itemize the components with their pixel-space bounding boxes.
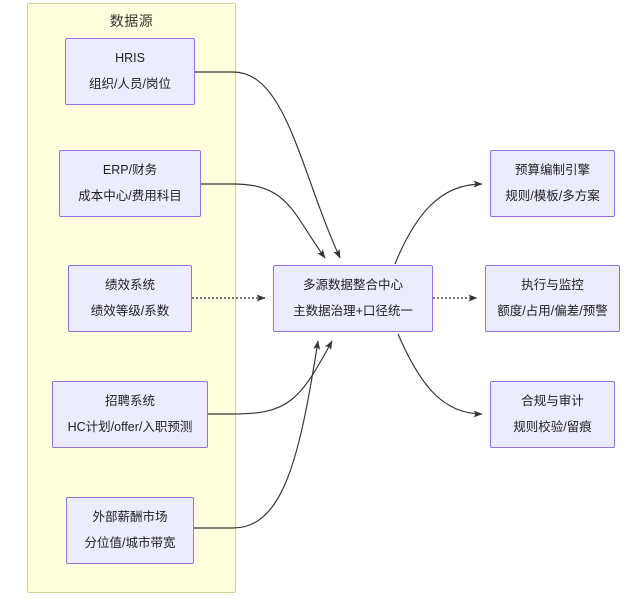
node-hris[interactable]: HRIS 组织/人员/岗位 (65, 38, 195, 105)
node-budget-engine-title: 预算编制引擎 (514, 163, 590, 178)
node-compliance-audit[interactable]: 合规与审计 规则校验/留痕 (490, 381, 615, 448)
node-execution-monitor-subtitle: 额度/占用/偏差/预警 (497, 304, 608, 318)
node-hub-subtitle: 主数据治理+口径统一 (293, 304, 413, 318)
node-recruiting[interactable]: 招聘系统 HC计划/offer/入职预测 (52, 381, 208, 448)
node-execution-monitor[interactable]: 执行与监控 额度/占用/偏差/预警 (485, 265, 620, 332)
node-performance-title: 绩效系统 (104, 278, 155, 293)
cluster-title: 数据源 (109, 13, 154, 29)
edge-hub-to-compliance-audit (397, 333, 483, 418)
node-market[interactable]: 外部薪酬市场 分位值/城市带宽 (66, 497, 194, 564)
node-compliance-audit-title: 合规与审计 (521, 394, 584, 409)
node-performance[interactable]: 绩效系统 绩效等级/系数 (68, 265, 192, 332)
node-hris-title: HRIS (115, 51, 145, 66)
node-market-subtitle: 分位值/城市带宽 (84, 536, 176, 550)
node-erp[interactable]: ERP/财务 成本中心/费用科目 (59, 150, 201, 217)
node-recruiting-subtitle: HC计划/offer/入职预测 (67, 420, 193, 434)
node-hub-title: 多源数据整合中心 (302, 278, 403, 293)
node-compliance-audit-subtitle: 规则校验/留痕 (513, 420, 592, 434)
edge-hub-to-budget-engine (394, 180, 483, 265)
node-erp-title: ERP/财务 (102, 163, 158, 178)
node-market-title: 外部薪酬市场 (92, 510, 168, 525)
node-hris-subtitle: 组织/人员/岗位 (89, 77, 171, 91)
node-execution-monitor-title: 执行与监控 (521, 278, 584, 293)
node-erp-subtitle: 成本中心/费用科目 (78, 189, 182, 203)
node-budget-engine[interactable]: 预算编制引擎 规则/模板/多方案 (490, 150, 615, 217)
node-recruiting-title: 招聘系统 (104, 394, 155, 409)
node-hub[interactable]: 多源数据整合中心 主数据治理+口径统一 (273, 265, 433, 332)
node-performance-subtitle: 绩效等级/系数 (90, 304, 170, 318)
node-budget-engine-subtitle: 规则/模板/多方案 (505, 189, 600, 203)
